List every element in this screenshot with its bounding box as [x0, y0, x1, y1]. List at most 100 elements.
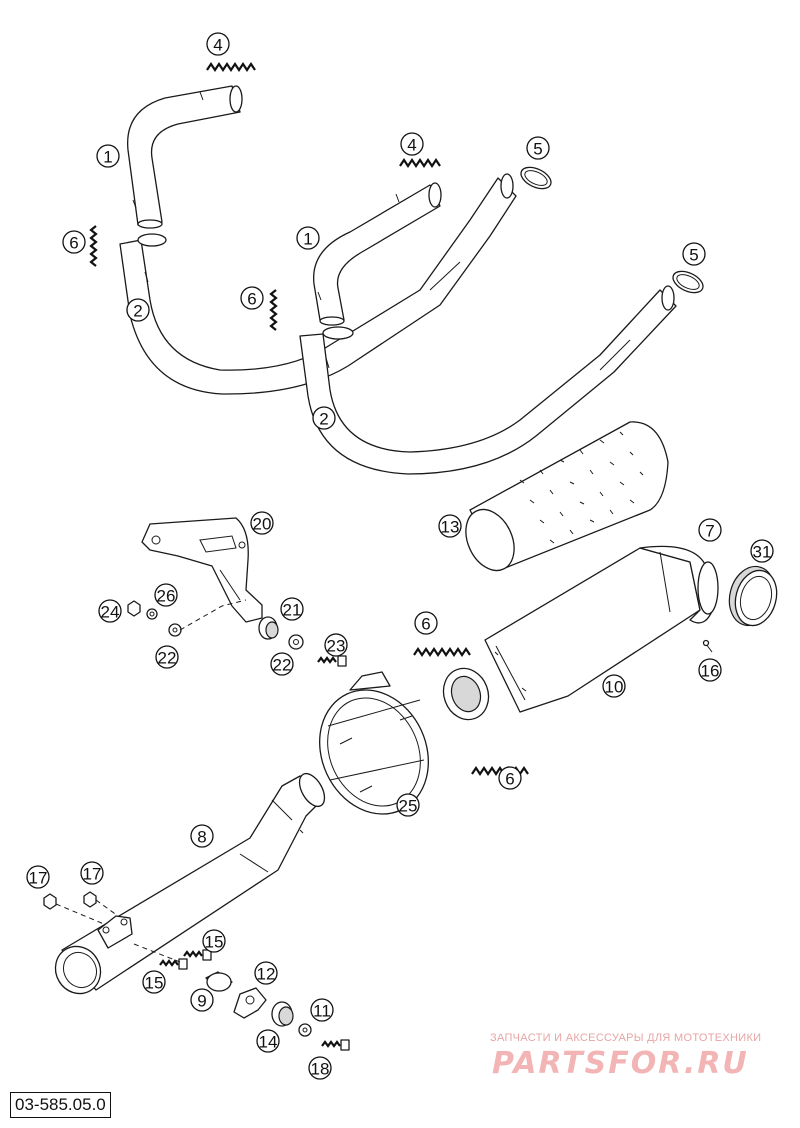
spring-4-middle [399, 158, 441, 168]
callout-number: 13 [441, 518, 460, 537]
clamp-5-upper [520, 166, 552, 190]
callout-number: 11 [313, 1002, 331, 1021]
callout-2: 2 [126, 298, 150, 322]
callout-number: 12 [257, 965, 276, 984]
callout-circle [142, 970, 166, 994]
callout-21: 21 [280, 597, 304, 621]
clamp-5-lower [672, 270, 704, 294]
callout-24: 24 [98, 599, 122, 623]
callout-number: 25 [399, 797, 418, 816]
callout-number: 15 [145, 974, 164, 993]
callout-number: 6 [247, 290, 256, 309]
bracket-mount-leader [179, 599, 247, 631]
callout-number: 5 [533, 140, 542, 159]
screw-16 [702, 639, 713, 653]
callout-number: 22 [158, 649, 177, 668]
callout-26: 26 [154, 583, 178, 607]
header-pipe-1-right [313, 182, 442, 326]
callout-number: 9 [197, 992, 206, 1011]
callout-14: 14 [256, 1029, 280, 1053]
callout-31: 31 [750, 539, 774, 563]
spring-4-top [206, 62, 256, 72]
callout-number: 17 [83, 865, 102, 884]
end-cap-31 [728, 565, 778, 627]
rubber-14 [271, 1001, 294, 1027]
callout-circle [750, 539, 774, 563]
callout-circle [62, 230, 86, 254]
callout-25: 25 [396, 793, 420, 817]
callout-11: 11 [310, 998, 334, 1022]
watermark-logo: PARTSFOR.RU [492, 1046, 749, 1081]
callout-6: 6 [62, 230, 86, 254]
callout-number: 7 [705, 522, 714, 541]
silencer-body-10 [484, 545, 719, 713]
callout-number: 20 [253, 515, 272, 534]
watermark-caption: ЗАПЧАСТИ И АКСЕССУАРЫ ДЛЯ МОТОТЕХНИКИ [490, 1032, 762, 1044]
callout-15: 15 [202, 929, 226, 953]
bolt-15-upper [183, 949, 212, 961]
callout-circle [240, 286, 264, 310]
callout-number: 17 [29, 869, 48, 888]
callout-15: 15 [142, 970, 166, 994]
callout-circle [256, 1029, 280, 1053]
callout-circle [310, 998, 334, 1022]
bolt-23 [317, 655, 347, 667]
callout-circle [270, 652, 294, 676]
spring-6-silencer [413, 647, 471, 657]
callout-circle [602, 674, 626, 698]
bracket-20 [141, 517, 263, 623]
nut-24 [127, 600, 141, 617]
callout-number: 23 [327, 637, 346, 656]
callout-12: 12 [254, 961, 278, 985]
callout-number: 18 [311, 1060, 330, 1079]
washer-22-left [168, 623, 182, 637]
callout-4: 4 [206, 32, 230, 56]
bracket-12 [233, 987, 267, 1019]
callout-8: 8 [190, 824, 214, 848]
callout-6: 6 [498, 766, 522, 790]
callout-circle [296, 226, 320, 250]
callout-circle [698, 518, 722, 542]
diagram-code: 03-585.05.0 [10, 1092, 111, 1118]
callout-circle [202, 929, 226, 953]
nut-17-right [83, 891, 97, 908]
callout-circle [280, 597, 304, 621]
callout-circle [250, 511, 274, 535]
callout-4: 4 [400, 132, 424, 156]
callout-number: 2 [133, 302, 142, 321]
washer-11 [298, 1023, 312, 1037]
callout-number: 6 [505, 770, 514, 789]
callout-circle [526, 136, 550, 160]
callout-22: 22 [270, 652, 294, 676]
callout-number: 24 [101, 603, 120, 622]
callout-number: 4 [407, 136, 416, 155]
callout-number: 1 [303, 230, 312, 249]
callout-circle [498, 766, 522, 790]
callout-6: 6 [240, 286, 264, 310]
callout-6: 6 [414, 611, 438, 635]
bolt-18 [321, 1039, 350, 1051]
callout-circle [254, 961, 278, 985]
callout-circle [312, 406, 336, 430]
callout-10: 10 [602, 674, 626, 698]
callout-number: 15 [205, 933, 224, 952]
callout-number: 21 [283, 601, 302, 620]
bolt-15-lower [159, 958, 188, 970]
header-pipe-2-right [299, 285, 677, 475]
callout-number: 1 [103, 148, 112, 167]
callout-2: 2 [312, 406, 336, 430]
callout-circle [400, 132, 424, 156]
silencer-packing-13 [465, 421, 669, 572]
callout-18: 18 [308, 1056, 332, 1080]
callout-number: 5 [689, 246, 698, 265]
callout-1: 1 [296, 226, 320, 250]
callout-circle [324, 633, 348, 657]
spring-6-middle [269, 289, 278, 331]
callout-number: 26 [157, 587, 176, 606]
callout-circle [396, 793, 420, 817]
callout-17: 17 [80, 861, 104, 885]
callout-number: 31 [753, 543, 772, 562]
nut-17-left [43, 893, 57, 910]
header-pipe-2-left [119, 173, 517, 395]
